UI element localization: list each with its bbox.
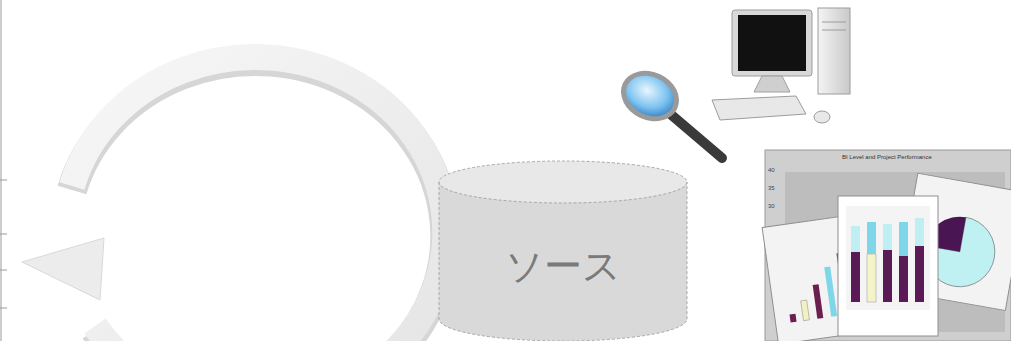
chart-plot: [846, 206, 930, 310]
stacked-bars: [851, 218, 924, 302]
magnifier: [613, 62, 722, 158]
axis-number: 30: [768, 202, 775, 210]
keyboard: [712, 96, 806, 120]
chart-bar: [824, 266, 837, 316]
chart-bar: [883, 224, 892, 250]
monitor-screen: [738, 15, 806, 71]
chart-bar: [915, 246, 924, 302]
chart-bar: [851, 252, 860, 302]
chart-stack: [762, 150, 1011, 341]
magnifier-lens: [619, 68, 680, 124]
drive-slot: [822, 30, 846, 31]
chart-bar: [851, 226, 860, 252]
cylinder-top: [439, 161, 687, 203]
drive-slot: [822, 22, 846, 23]
chart-bar: [899, 222, 908, 256]
source-cylinder: ソース: [438, 160, 688, 341]
table-line: [0, 180, 7, 181]
chart-card-front: [838, 196, 938, 336]
chart-bar: [883, 250, 892, 302]
table-line: [0, 308, 7, 309]
monitor-stand: [754, 76, 790, 92]
monitor-frame: [732, 10, 812, 76]
chart-bar: [867, 222, 876, 254]
chart-bar: [801, 300, 810, 321]
table-edge: [0, 0, 7, 341]
cycle-arrow-ring: [72, 57, 445, 341]
table-line: [0, 234, 7, 235]
magnifier-rim: [613, 62, 688, 131]
node-label: ソース: [438, 244, 688, 288]
axis-number: 35: [768, 184, 775, 192]
computer: [712, 8, 850, 123]
chart-title: BI Level and Project Performance: [842, 153, 932, 161]
magnifier-handle: [668, 112, 722, 158]
mouse: [814, 111, 830, 123]
table-line: [0, 270, 7, 271]
cycle-arrow: [22, 57, 445, 341]
table-line: [1, 0, 2, 341]
axis-number: 40: [768, 166, 775, 174]
chart-bar: [915, 218, 924, 246]
chart-bar: [813, 284, 824, 319]
cycle-arrow-head: [22, 238, 104, 300]
chart-bar: [899, 256, 908, 302]
pc-tower: [818, 8, 850, 94]
chart-bar: [790, 314, 797, 323]
chart-bar: [867, 254, 876, 302]
cylinder-body: [439, 182, 687, 341]
